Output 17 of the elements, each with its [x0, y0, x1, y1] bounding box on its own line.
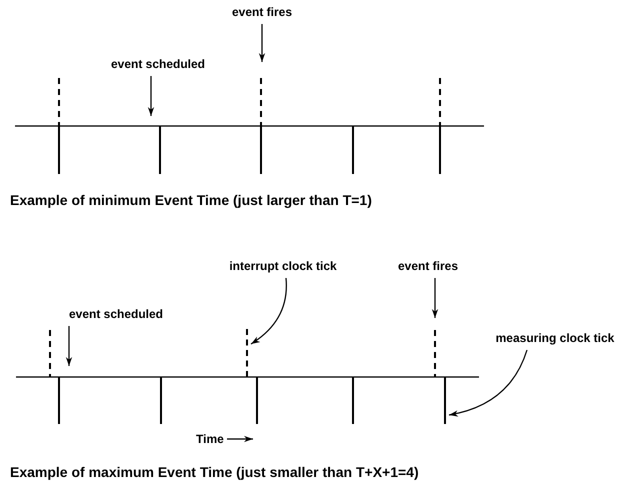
- event-label: event fires: [398, 259, 458, 273]
- event-label: event fires: [232, 5, 292, 19]
- arrow: [258, 24, 266, 62]
- event-label: measuring clock tick: [496, 331, 614, 345]
- caption: Example of minimum Event Time (just larger than T=1): [10, 192, 372, 209]
- axis-label: Time: [196, 432, 224, 446]
- leader-line: [250, 278, 287, 344]
- arrow: [66, 326, 72, 366]
- caption: Example of maximum Event Time (just smaller than T+X+1=4): [10, 464, 419, 481]
- dashed-tick-mark: [246, 329, 248, 377]
- arrow: [148, 76, 154, 116]
- leader-line: [448, 350, 528, 416]
- tick-mark: [444, 377, 446, 424]
- event-label: event scheduled: [68, 307, 164, 321]
- event-label: interrupt clock tick: [229, 259, 337, 273]
- arrow: [432, 278, 438, 318]
- event-label: event scheduled: [110, 57, 206, 71]
